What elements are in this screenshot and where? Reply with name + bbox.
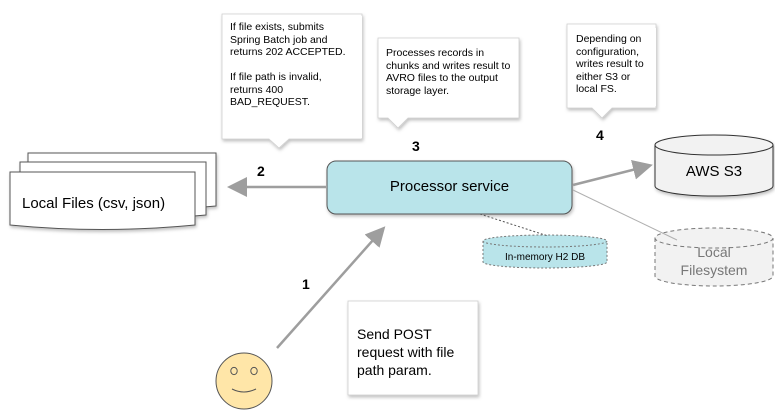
step-3-label: 3 [412, 138, 420, 154]
line-processor-to-local-fs [572, 189, 678, 241]
local-files-label: Local Files (csv, json) [22, 195, 166, 212]
note-process-text: Processes records in chunks and writes r… [380, 42, 518, 116]
processor-service-box [326, 160, 573, 215]
dotted-processor-to-db [479, 213, 549, 237]
note-post-text: Send POST request with file path param. [357, 326, 459, 378]
aws-s3-cylinder [654, 134, 774, 197]
step-1-label: 1 [302, 276, 310, 292]
note-output-text: Depending on configuration, writes resul… [570, 28, 656, 106]
note-submit-text: If file exists, submits Spring Batch job… [224, 16, 362, 138]
local-filesystem-label: Local Filesystem [680, 244, 748, 278]
aws-s3-label: AWS S3 [685, 163, 743, 180]
note-post-box [347, 300, 479, 396]
step-4-label: 4 [596, 127, 604, 143]
arrow-user-to-processor [276, 226, 386, 349]
local-files-document-stack [9, 152, 217, 230]
h2-db-label: In-memory H2 DB [504, 252, 585, 263]
h2-db-cylinder [482, 234, 608, 269]
step-2-label: 2 [257, 163, 265, 179]
arrow-processor-to-s3 [572, 159, 653, 187]
local-filesystem-cylinder [654, 227, 774, 287]
user-smiley-icon [215, 352, 273, 410]
processor-service-label: Processor service [389, 178, 510, 195]
